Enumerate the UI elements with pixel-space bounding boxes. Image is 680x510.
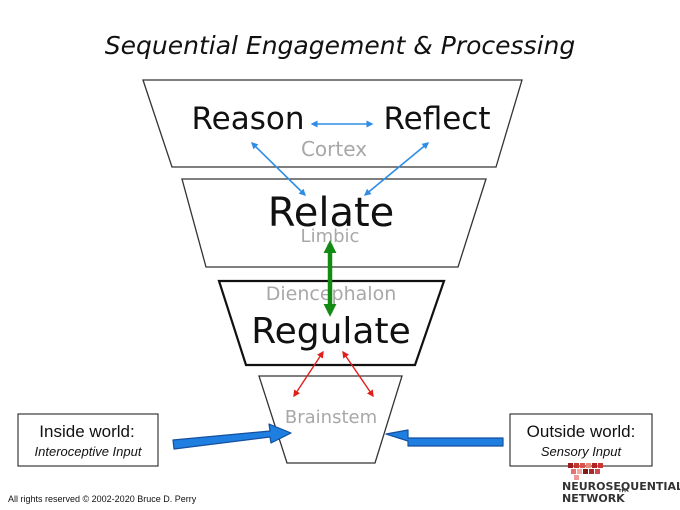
outside-world-title: Outside world: <box>527 422 636 441</box>
diencephalon-tier <box>217 279 446 367</box>
logo-square <box>574 475 579 480</box>
reason-label: Reason <box>192 101 305 137</box>
sensory-input-arrow <box>385 429 504 447</box>
reflect-label: Reflect <box>383 101 490 137</box>
regulate-label: Regulate <box>251 311 411 352</box>
logo-square <box>583 469 588 474</box>
regulate-brainstem-left-arrow <box>293 350 324 398</box>
neurosequential-logo-mark <box>568 463 603 480</box>
logo-line-1: NEUROSEQUENTIAL <box>562 480 680 493</box>
reason-relate-arrow <box>251 142 306 196</box>
logo-square <box>595 469 600 474</box>
logo-square <box>574 463 579 468</box>
logo-square <box>592 463 597 468</box>
copyright-text: All rights reserved © 2002-2020 Bruce D.… <box>8 494 197 504</box>
limbic-region-label: Limbic <box>301 226 360 247</box>
logo-square <box>568 463 573 468</box>
diagram-title: Sequential Engagement & Processing <box>105 31 575 60</box>
brainstem-region-label: Brainstem <box>285 407 377 428</box>
regulate-brainstem-right-arrow <box>342 350 374 398</box>
logo-trademark: ™ <box>617 487 628 500</box>
relate-label: Relate <box>268 190 395 236</box>
logo-square <box>580 463 585 468</box>
logo-square <box>586 463 591 468</box>
inside-world-box <box>17 413 159 467</box>
cortex-region-label: Cortex <box>301 137 367 161</box>
inside-world-title: Inside world: <box>39 422 134 441</box>
logo-square <box>577 469 582 474</box>
logo-square <box>589 469 594 474</box>
sensory-input-label: Sensory Input <box>541 444 623 459</box>
interoceptive-input-label: Interoceptive Input <box>35 444 143 459</box>
logo-square <box>598 463 603 468</box>
outside-world-box <box>509 413 653 467</box>
logo-square <box>571 469 576 474</box>
interoceptive-input-arrow <box>172 423 292 450</box>
reflect-relate-arrow <box>363 142 430 196</box>
logo-line-2: NETWORK <box>562 492 625 505</box>
